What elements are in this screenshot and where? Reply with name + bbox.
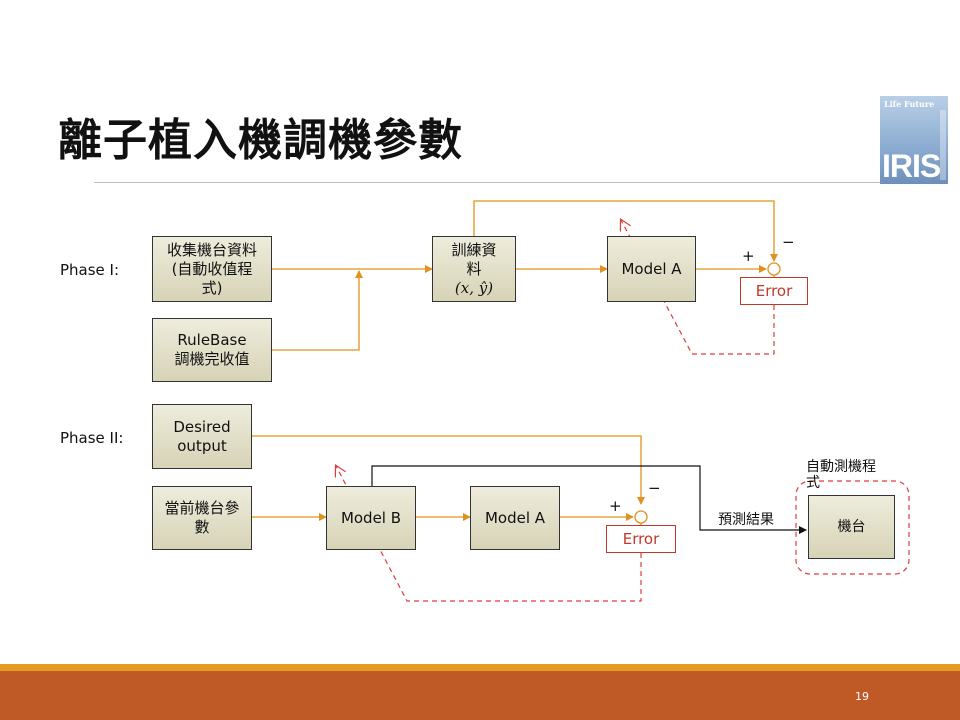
p1-error-dashed-feedback [621,220,775,355]
p2-auto-test-dashed-region [795,480,910,575]
p2-model-a-box: Model A [470,486,560,550]
training-data-box: 訓練資 料 (𝑥, 𝑦̂) [432,236,516,302]
current-params-box: 當前機台參 數 [152,486,252,550]
p2-prediction-arrow [371,465,807,534]
collect-line-1: 收集機台資料 [166,240,257,259]
title-divider [94,182,880,183]
machine-box: 機台 [808,495,895,559]
p2-desired-to-sum-arrow [252,435,645,505]
collect-line-2: (自動收值程 [171,259,253,278]
desired-output-box: Desired output [152,404,252,469]
auto-test-label: 自動測機程 式 [806,459,876,491]
footer-accent-bar [0,664,960,671]
auto-test-line-2: 式 [806,475,820,491]
p2-summing-junction [634,510,648,524]
p1-summing-junction [767,262,781,276]
desired-line-1: Desired [173,417,231,436]
logo-wordmark: IRIS [882,148,941,184]
collect-line-3: 式) [201,278,223,297]
p1-target-feedback-arrow [473,200,778,262]
training-line-1: 訓練資 [451,240,497,259]
page-number: 19 [855,690,869,703]
p2-error-box: Error [606,525,676,553]
auto-test-line-1: 自動測機程 [806,459,876,475]
p1-minus-sign: − [782,233,795,251]
p1-model-a-box: Model A [607,236,696,302]
logo-side-strip [940,110,946,180]
collect-data-box: 收集機台資料 (自動收值程 式) [152,236,272,302]
iris-logo-icon: Life Future IRIS [880,96,948,184]
training-line-3: (𝑥, 𝑦̂) [454,278,494,297]
rulebase-line-1: RuleBase [177,331,247,349]
footer-bar [0,671,960,720]
current-line-2: 數 [194,518,210,536]
p1-error-box: Error [740,277,808,305]
training-line-2: 料 [466,259,482,278]
p1-plus-sign: + [742,247,755,265]
p2-plus-sign: + [609,497,622,515]
p2-minus-sign: − [648,479,661,497]
logo-tagline: Life Future [884,99,935,109]
slide-title: 離子植入機調機參數 [58,115,463,166]
p2-model-b-box: Model B [326,486,416,550]
rulebase-box: RuleBase 調機完收值 [152,318,272,382]
p2-error-dashed-feedback [336,466,642,602]
current-line-1: 當前機台參 [164,499,240,517]
p1-rulebase-to-merge-arrow [272,270,363,351]
desired-line-2: output [177,436,227,455]
rulebase-line-2: 調機完收值 [174,350,250,368]
phase2-label: Phase II: [60,429,124,447]
prediction-label: 預測結果 [718,512,774,528]
phase1-label: Phase I: [60,261,120,279]
